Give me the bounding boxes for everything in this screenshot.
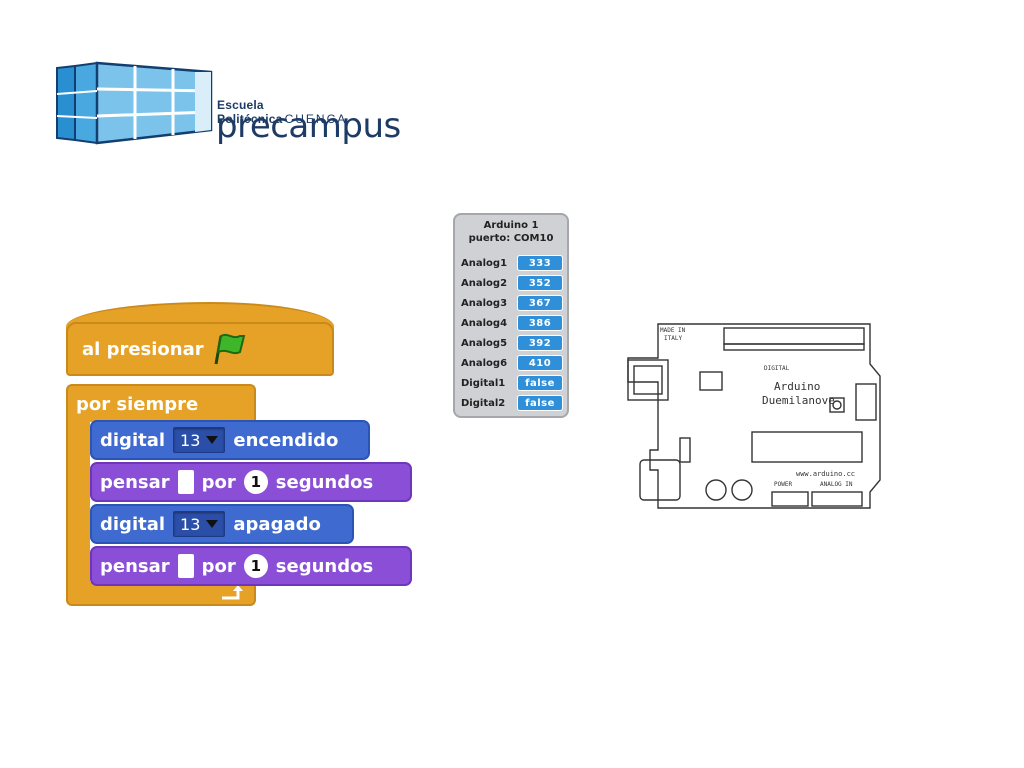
board-italy: ITALY: [664, 335, 682, 342]
chevron-down-icon: [206, 436, 219, 444]
think-label: pensar: [100, 471, 170, 493]
sensor-value: 410: [517, 355, 563, 371]
sensor-panel-title: Arduino 1 puerto: COM10: [468, 220, 554, 244]
board-url: www.arduino.cc: [796, 470, 855, 478]
forever-block-foot: [66, 582, 256, 606]
think-for-secs-block[interactable]: pensar por 1 segundos: [90, 462, 412, 502]
sensor-value: 386: [517, 315, 563, 331]
sensor-value: false: [517, 395, 563, 411]
green-flag-icon: [214, 333, 245, 365]
board-analog-in: ANALOG IN: [820, 481, 853, 488]
seconds-label: segundos: [275, 555, 374, 577]
sensor-value: 352: [517, 275, 563, 291]
think-por-label: por: [201, 555, 236, 577]
brand-name: precampus: [216, 106, 401, 146]
when-flag-clicked-block[interactable]: al presionar: [66, 322, 334, 376]
sensor-value: 333: [517, 255, 563, 271]
digital-on-label: digital: [100, 429, 166, 451]
seconds-input[interactable]: 1: [243, 470, 268, 494]
scratch-script: al presionar por siempre digital 13 ence…: [62, 296, 422, 616]
board-digital: DIGITAL: [764, 365, 790, 372]
seconds-label: segundos: [275, 471, 374, 493]
board-model: Duemilanove: [762, 394, 835, 407]
pin-dropdown[interactable]: 13: [173, 511, 226, 537]
think-for-secs-block[interactable]: pensar por 1 segundos: [90, 546, 412, 586]
board-made-in: MADE IN: [660, 327, 686, 334]
chevron-down-icon: [206, 520, 219, 528]
digital-on-suffix: encendido: [233, 429, 339, 451]
think-por-label: por: [201, 471, 236, 493]
forever-block[interactable]: por siempre: [66, 384, 256, 422]
digital-off-suffix: apagado: [233, 513, 321, 535]
think-label: pensar: [100, 555, 170, 577]
digital-off-block[interactable]: digital 13 apagado: [90, 504, 354, 544]
hat-label: al presionar: [82, 338, 204, 360]
digital-on-block[interactable]: digital 13 encendido: [90, 420, 370, 460]
seconds-input[interactable]: 1: [243, 554, 268, 578]
building-windows-logo-icon: [56, 61, 213, 145]
forever-label: por siempre: [76, 393, 199, 415]
board-brand: Arduino: [774, 380, 820, 393]
loop-arrow-icon: [222, 585, 243, 600]
pin-dropdown[interactable]: 13: [173, 427, 226, 453]
digital-off-label: digital: [100, 513, 166, 535]
forever-block-arm: [66, 420, 90, 588]
board-power: POWER: [774, 481, 792, 488]
sensor-value: 392: [517, 335, 563, 351]
arduino-board-illustration: MADE IN ITALY DIGITAL www.arduino.cc POW…: [627, 323, 881, 509]
think-text-input[interactable]: [177, 554, 194, 578]
sensor-value: false: [517, 375, 563, 391]
think-text-input[interactable]: [177, 470, 194, 494]
sensor-value: 367: [517, 295, 563, 311]
